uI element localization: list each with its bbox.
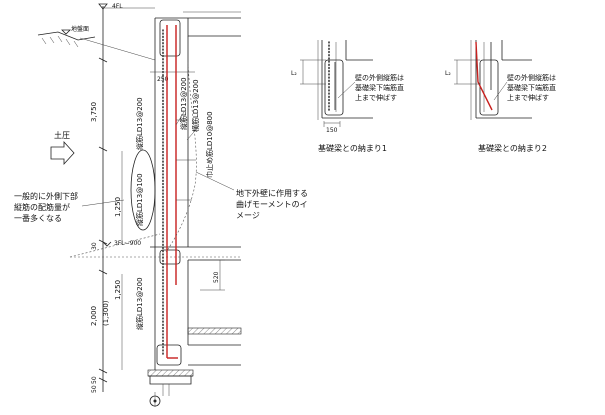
note-moment: 地下外壁に作用する 曲げモーメントのイ メージ (195, 171, 308, 220)
svg-text:基礎梁下端筋直: 基礎梁下端筋直 (355, 83, 404, 92)
svg-text:地下外壁に作用する: 地下外壁に作用する (236, 188, 308, 198)
detail1-dim-150: 150 (326, 127, 338, 134)
dim-mid-a: 1,250 (114, 280, 122, 300)
rebar-lines (166, 25, 178, 359)
label-lower-vertical: 縦筋LD13@200 (135, 277, 144, 330)
rebar-labels: 縦筋LD13@200 縦筋LD13@200 縦筋LD13@100 縦筋LD13@… (135, 77, 214, 330)
detail1-l2: L₂ (291, 70, 297, 77)
detail1-caption: 基礎梁との納まり1 (318, 143, 387, 153)
dim-mid-b: 2,000 (90, 306, 98, 326)
dim-small-c: 30 (91, 242, 98, 250)
ground-label: 地盤面 (71, 25, 89, 33)
detail-2: L₂ 壁の外側縦筋は 基礎梁下端筋直 上まで伸ばす 基礎梁との納まり2 (445, 40, 556, 153)
label-upper-vertical: 縦筋LD13@200 (135, 97, 144, 150)
level-marker-top (98, 3, 108, 10)
level-label-mid: 3FL−900 (114, 240, 141, 247)
label-upper-inner: 縦筋LD13@200 (179, 77, 188, 130)
dim-total: 3,750 (90, 102, 98, 122)
earth-pressure-arrow: 土圧 (50, 130, 75, 166)
svg-text:基礎梁下端筋直: 基礎梁下端筋直 (507, 83, 556, 92)
svg-text:壁の外側縦筋は: 壁の外側縦筋は (507, 73, 556, 82)
ground-level-marker (61, 29, 71, 35)
svg-text:メージ: メージ (236, 211, 260, 220)
svg-text:縦筋の配筋量が: 縦筋の配筋量が (14, 202, 70, 212)
detail2-l2: L₂ (445, 70, 451, 77)
label-crack-bar: 巾止め筋LD10@800 (205, 111, 214, 178)
moment-curve (165, 61, 197, 253)
dim-520: 520 (213, 271, 220, 283)
label-lower-outer: 縦筋LD13@100 (135, 173, 144, 226)
dimension-column: 4FL 3,750 1,250 1,250 2,000 (1,300) 30 5… (90, 3, 155, 393)
pressure-label: 土圧 (54, 130, 70, 140)
detail2-rebar (475, 41, 493, 111)
arrow-icon (50, 140, 75, 166)
svg-text:上まで伸ばす: 上まで伸ばす (507, 93, 549, 102)
dim-mid-c: (1,300) (102, 300, 110, 326)
svg-text:一般的に外側下部: 一般的に外側下部 (14, 191, 78, 201)
label-horizontal: 横筋LD13@200 (191, 79, 200, 132)
wall-section: 3FL−900 520 250 (69, 11, 242, 407)
svg-text:一番多くなる: 一番多くなる (14, 213, 62, 223)
svg-text:壁の外側縦筋は: 壁の外側縦筋は (355, 73, 404, 82)
dim-upper: 1,250 (114, 197, 122, 217)
detail2-caption: 基礎梁との納まり2 (478, 143, 547, 153)
dim-small-b: 50 (91, 385, 98, 393)
note-left: 一般的に外側下部 縦筋の配筋量が 一番多くなる (14, 191, 125, 223)
svg-text:曲げモーメントのイ: 曲げモーメントのイ (236, 199, 308, 209)
detail-1: 150 L₂ 壁の外側縦筋は 基礎梁下端筋直 上まで伸ばす 基礎梁との納まり1 (291, 40, 404, 153)
level-label-top: 4FL (112, 3, 123, 10)
dim-small-a: 50 (91, 376, 98, 384)
svg-text:上まで伸ばす: 上まで伸ばす (355, 93, 397, 102)
highlight-ellipse (130, 149, 156, 231)
ground-surface: 地盤面 (37, 25, 156, 61)
